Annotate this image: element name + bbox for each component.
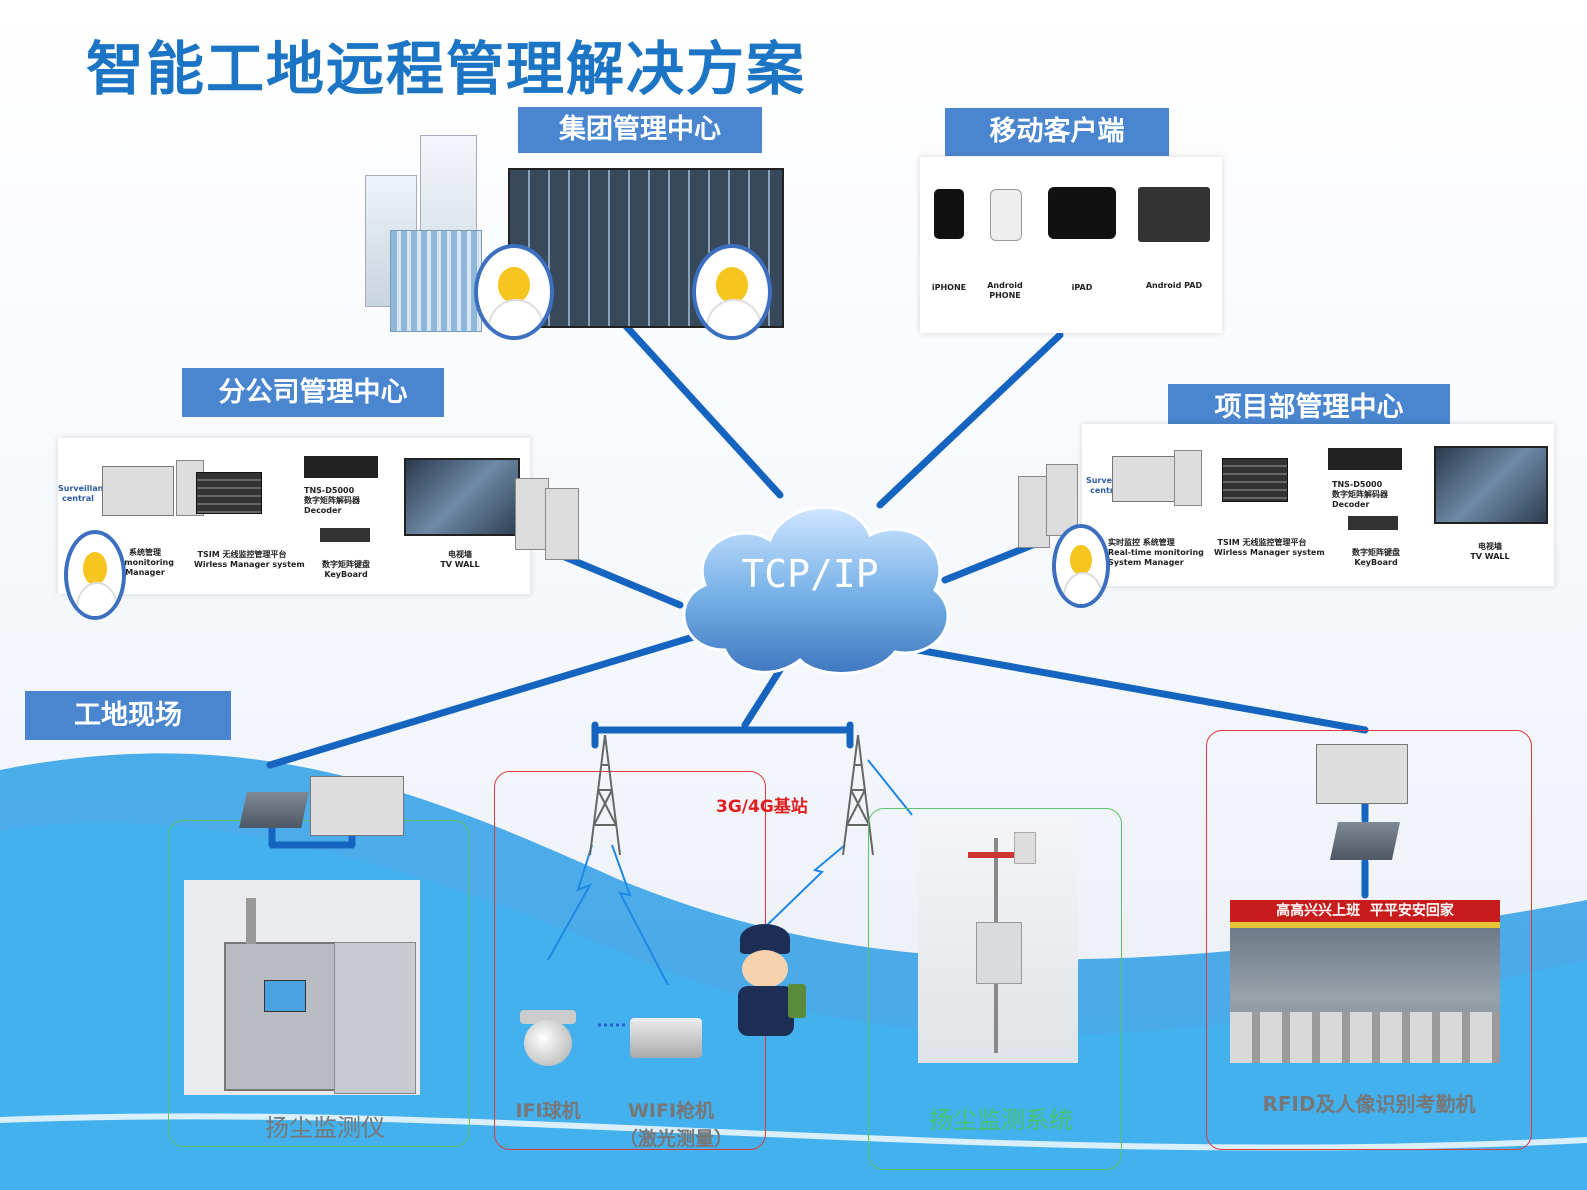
gun-camera-caption: WIFI枪机 <box>627 1100 715 1122</box>
rfid-gate-photo: 高高兴兴上班 平平安安回家 <box>1230 900 1500 1063</box>
zone-rfid <box>1206 730 1532 1150</box>
server-icon <box>515 468 585 563</box>
label-mobile-client: 移动客户端 <box>945 108 1169 156</box>
rfid-caption: RFID及人像识别考勤机 <box>1262 1092 1476 1116</box>
dome-camera-icon <box>520 1000 576 1070</box>
server-rack-icon <box>1222 458 1288 502</box>
keyboard-label: 数字矩阵键盘 KeyBoard <box>1352 548 1400 567</box>
zone-wireless-cameras <box>494 771 766 1150</box>
ipad-icon <box>1048 187 1116 239</box>
keyboard-label: 数字矩阵键盘 KeyBoard <box>322 560 370 579</box>
device-label: iPAD <box>1071 283 1093 292</box>
device-label: Android PHONE <box>987 281 1023 300</box>
page-title: 智能工地远程管理解决方案 <box>86 35 807 103</box>
server-rack-icon <box>196 472 262 514</box>
office-buildings <box>365 125 505 335</box>
decoder-icon <box>304 456 378 478</box>
network-switch-icon <box>239 792 309 828</box>
label-site: 工地现场 <box>25 691 231 740</box>
network-switch-icon <box>1329 822 1401 860</box>
device-label: iPHONE <box>931 283 967 292</box>
police-robot-icon <box>728 924 808 1044</box>
decoder-label: TNS-D5000 数字矩阵解码器 Decoder <box>1332 480 1388 509</box>
mobile-devices-panel: iPHONE Android PHONE iPAD Android PAD <box>920 157 1222 333</box>
dome-camera-caption: IFI球机 <box>515 1100 581 1122</box>
android-phone-icon <box>990 189 1022 241</box>
operator-avatar-icon <box>64 530 126 620</box>
label-branch-center: 分公司管理中心 <box>182 368 444 417</box>
tv-wall-label: 电视墙 TV WALL <box>440 550 480 569</box>
computer-icon <box>1316 744 1408 804</box>
tcp-ip-label: TCP/IP <box>741 552 879 596</box>
tcp-ip-cloud-icon <box>682 505 950 675</box>
wireless-manager-label: TSIM 无线监控管理平台 Wirless Manager system <box>194 550 305 569</box>
project-equipment-panel: Surveillance central 实时监控 系统管理 Real-time… <box>1082 424 1554 586</box>
base-station-tower-icon <box>842 735 874 856</box>
wireless-manager-label: TSIM 无线监控管理平台 Wirless Manager system <box>1214 538 1325 557</box>
computer-icon <box>310 776 404 836</box>
workstation-icon <box>1112 456 1176 502</box>
operator-avatar-icon <box>1052 524 1110 608</box>
branch-equipment-panel: Surveillance central 系统管理 e monitoring M… <box>58 438 530 594</box>
label-group-center: 集团管理中心 <box>518 107 762 153</box>
gun-camera-icon <box>630 1018 702 1058</box>
dust-monitor-caption: 扬尘监测仪 <box>265 1114 385 1142</box>
keyboard-icon <box>1348 516 1398 530</box>
base-station-tower-icon <box>589 735 621 856</box>
workstation-icon <box>102 466 174 516</box>
operator-avatar-icon <box>474 244 554 340</box>
workstation-tower-icon <box>1174 450 1202 506</box>
server-icon <box>1018 460 1088 560</box>
tv-wall-icon <box>1434 446 1548 524</box>
dust-monitor-cabinet <box>184 880 420 1095</box>
gun-camera-note: （激光测量） <box>618 1128 733 1150</box>
weather-station-photo <box>918 818 1078 1063</box>
decoder-label: TNS-D5000 数字矩阵解码器 Decoder <box>304 486 360 515</box>
operator-avatar-icon <box>692 244 772 340</box>
surveillance-label: Surveillance central <box>58 484 114 503</box>
tv-wall-icon <box>404 458 520 536</box>
device-label: Android PAD <box>1145 281 1203 290</box>
dust-system-caption: 扬尘监测系统 <box>929 1106 1073 1134</box>
base-station-label: 3G/4G基站 <box>716 797 808 817</box>
gate-banner: 高高兴兴上班 平平安安回家 <box>1230 900 1500 922</box>
android-pad-icon <box>1138 187 1210 242</box>
iphone-icon <box>934 189 964 239</box>
monitor-manager-label: 实时监控 系统管理 Real-time monitoring System Ma… <box>1108 538 1204 567</box>
zone-dust-system <box>868 808 1122 1170</box>
keyboard-icon <box>320 528 370 542</box>
decoder-icon <box>1328 448 1402 470</box>
tv-wall-label: 电视墙 TV WALL <box>1470 542 1510 561</box>
